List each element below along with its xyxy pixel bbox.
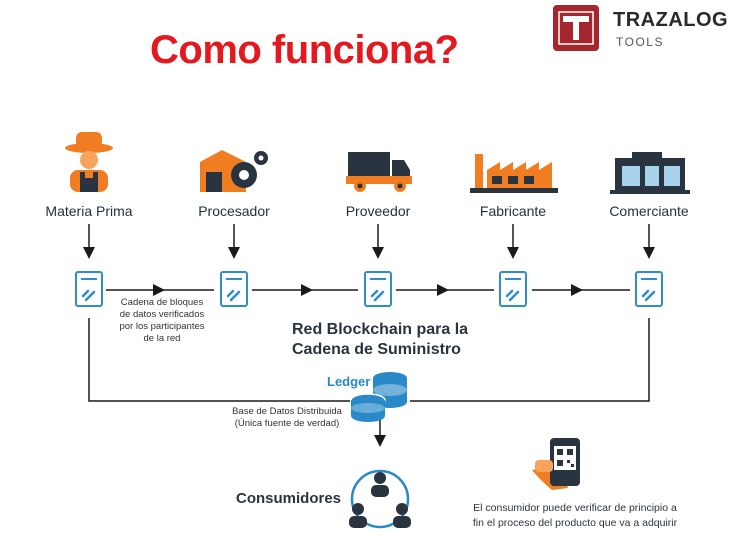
chain-caption-line: Cadena de bloques: [120, 297, 204, 308]
consumer-note: El consumidor puede verificar de princip…: [435, 501, 715, 531]
ledger-caption: Base de Datos Distribuida (Única fuente …: [222, 406, 352, 430]
stage-label-proveedor: Proveedor: [345, 203, 411, 219]
chain-caption-line: de la red: [143, 333, 181, 344]
phone-qr-icon: [532, 438, 580, 490]
block-icon-5: [635, 271, 663, 307]
ledger-caption-line: Base de Datos Distribuida: [232, 406, 342, 417]
store-icon: [610, 152, 690, 194]
people-network-icon: [349, 469, 411, 529]
block-icon-4: [499, 271, 527, 307]
consumer-note-line: fin el proceso del producto que va a adq…: [472, 517, 678, 529]
chain-caption-line: por los participantes: [119, 321, 205, 332]
blockchain-network-title: Red Blockchain para la Cadena de Suminis…: [292, 320, 468, 360]
farmer-icon: [65, 132, 113, 192]
manufacturing-plant-icon: [470, 154, 558, 193]
blockchain-network-title-line: Red Blockchain para la: [292, 321, 469, 338]
consumers-label: Consumidores: [236, 490, 342, 507]
factory-gear-icon: [200, 150, 268, 192]
stage-label-comerciante: Comerciante: [609, 203, 689, 219]
stage-label-procesador: Procesador: [198, 203, 270, 219]
chain-caption: Cadena de bloques de datos verificados p…: [108, 297, 216, 345]
stage-label-fabricante: Fabricante: [479, 203, 547, 219]
logo-name: TRAZALOG: [613, 9, 729, 31]
stage-label-materia-prima: Materia Prima: [45, 203, 133, 219]
page-title: Como funciona?: [150, 28, 459, 72]
truck-icon: [346, 152, 412, 192]
logo-mark: [553, 5, 599, 51]
block-icon-1: [75, 271, 103, 307]
consumer-note-line: El consumidor puede verificar de princip…: [473, 502, 677, 514]
block-icon-2: [220, 271, 248, 307]
blockchain-network-title-line: Cadena de Suministro: [292, 341, 461, 358]
chain-caption-line: de datos verificados: [119, 309, 205, 320]
block-icon-3: [364, 271, 392, 307]
ledger-caption-line: (Única fuente de verdad): [234, 418, 340, 429]
ledger-lines: [88, 318, 650, 447]
logo-subtitle: TOOLS: [616, 35, 664, 49]
database-icon: [350, 372, 407, 422]
stage-to-block-arrows: [83, 224, 655, 259]
block-icons: [75, 271, 663, 307]
logo-t-icon: [558, 11, 594, 45]
ledger-label: Ledger: [327, 374, 371, 389]
